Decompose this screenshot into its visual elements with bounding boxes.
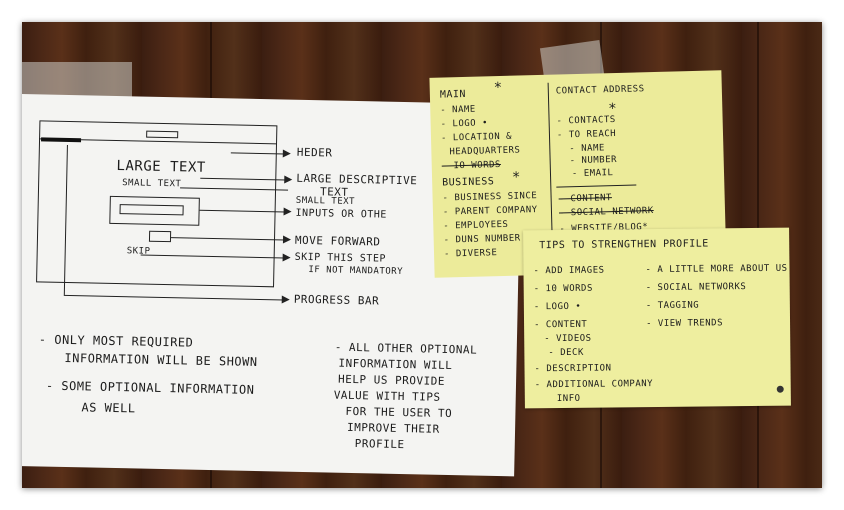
contact-item: - CONTACTS	[556, 114, 616, 127]
not-mandatory-annotation: IF NOT MANDATORY	[308, 265, 404, 278]
star-icon: *	[493, 79, 503, 97]
input-box-inner	[119, 204, 184, 216]
note-right-1: - ALL OTHER OPTIONAL	[334, 340, 478, 357]
contact-item: - EMAIL	[571, 168, 614, 180]
tip-item: - ADD IMAGES	[533, 265, 605, 277]
next-button-sketch	[148, 230, 172, 243]
arrowhead	[282, 149, 291, 158]
section-divider	[556, 184, 637, 188]
arrowhead	[281, 295, 290, 304]
sticky-note-tips: TIPS TO STRENGTHEN PROFILE - ADD IMAGES …	[523, 227, 791, 409]
business-item: - BUSINESS SINCE	[442, 191, 538, 204]
header-logo-box	[146, 130, 179, 139]
tip-item: - VIDEOS	[544, 333, 592, 345]
star-icon: *	[511, 169, 522, 186]
business-item: - PARENT COMPANY	[442, 205, 538, 218]
contact-item: - TO REACH	[556, 128, 617, 141]
small-text-label: SMALL TEXT	[122, 178, 182, 190]
arrowhead	[282, 253, 291, 262]
contact-item: - NAME	[569, 143, 605, 155]
tip-item: - DESCRIPTION	[534, 363, 612, 375]
photo-frame: LARGE TEXT SMALL TEXT SKIP HEDER LARGE D…	[22, 22, 822, 488]
tip-item: - A LITTLE MORE ABOUT US	[645, 263, 788, 276]
contact-item: - NUMBER	[569, 154, 618, 167]
header-annotation: HEDER	[296, 145, 333, 160]
note-right-6: IMPROVE THEIR	[346, 420, 440, 436]
note-right-3: HELP US PROVIDE	[337, 372, 446, 388]
note-right-4: VALUE WITH TIPS	[333, 388, 441, 404]
content-item: - CONTENT	[558, 193, 613, 205]
note-right-7: PROFILE	[354, 437, 405, 452]
tip-item: - TAGGING	[645, 300, 700, 312]
tip-item: - ADDITIONAL COMPANY	[534, 379, 654, 391]
tip-item: - VIEW TRENDS	[646, 318, 724, 330]
main-item: - LOCATION &	[440, 131, 513, 144]
note-left-4: AS WELL	[81, 400, 136, 416]
tips-title: TIPS TO STRENGTHEN PROFILE	[539, 238, 709, 252]
inputs-annotation: INPUTS OR OTHE	[295, 207, 387, 221]
note-left-3: - SOME OPTIONAL INFORMATION	[45, 378, 255, 397]
note-right-5: FOR THE USER TO	[345, 404, 453, 421]
dot-mark	[776, 385, 784, 393]
tip-item: - SOCIAL NETWORKS	[645, 282, 747, 294]
business-item: - EMPLOYEES	[443, 219, 509, 232]
business-item: - DUNS NUMBER	[443, 233, 521, 246]
move-forward-annotation: MOVE FORWARD	[294, 233, 381, 249]
skip-step-annotation: SKIP THIS STEP	[294, 251, 387, 265]
tip-item: - CONTENT	[534, 319, 588, 331]
main-item: - LOGO •	[440, 118, 489, 130]
small-text-annotation: SMALL TEXT	[295, 195, 356, 207]
note-right-2: INFORMATION WILL	[338, 356, 453, 373]
note-left-2: INFORMATION WILL BE SHOWN	[64, 350, 258, 369]
large-text-label: LARGE TEXT	[116, 157, 206, 176]
progress-bar-annotation: PROGRESS BAR	[293, 292, 380, 308]
arrow-progress	[63, 294, 284, 301]
arrowhead	[283, 207, 292, 216]
business-item: - DIVERSE	[443, 248, 498, 260]
large-descriptive-annotation: LARGE DESCRIPTIVE	[296, 171, 418, 188]
main-title: MAIN	[439, 88, 467, 101]
main-item: - NAME	[440, 104, 476, 116]
note-left-1: - ONLY MOST REQUIRED	[38, 332, 194, 350]
content-item: - SOCIAL NETWORK	[558, 206, 654, 219]
main-item: HEADQUARTERS	[449, 145, 521, 158]
progress-fill	[41, 137, 82, 143]
tip-item: INFO	[556, 393, 581, 405]
tip-item: - 10 WORDS	[533, 283, 593, 295]
tip-item: - LOGO •	[533, 301, 582, 313]
arrowhead	[282, 235, 292, 244]
arrowhead	[284, 175, 293, 184]
main-item: - IO WORDS	[441, 160, 502, 172]
contact-title: CONTACT ADDRESS	[555, 84, 645, 97]
tip-item: - DECK	[548, 347, 584, 359]
business-title: BUSINESS	[442, 176, 495, 189]
